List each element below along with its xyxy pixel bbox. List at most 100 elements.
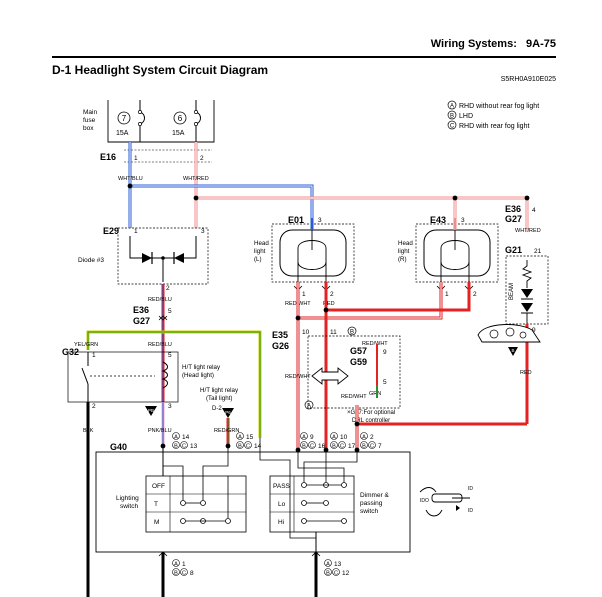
- connector-e43: E43: [430, 215, 446, 225]
- relay-contact-symbol: [81, 352, 155, 402]
- headlight-right-label-2: light: [398, 248, 410, 255]
- wire-red-wht-4: RED/WHT: [341, 394, 367, 400]
- svg-text:A: A: [362, 435, 366, 441]
- svg-text:C: C: [450, 124, 455, 130]
- svg-text:A: A: [174, 435, 178, 441]
- relay2-label-2: (Tail light): [206, 395, 232, 402]
- wire-yel-grn: YEL/GRN: [74, 342, 98, 348]
- pin-g21-21: 21: [534, 248, 542, 255]
- wire-red-grn: RED/GRN: [214, 428, 239, 434]
- svg-text:C: C: [340, 444, 344, 450]
- pin-g40-a2: 2: [370, 434, 374, 441]
- relay1-label-1: H/T light relay: [182, 364, 221, 371]
- page-title: D-1 Headlight System Circuit Diagram: [52, 63, 269, 77]
- svg-text:A: A: [332, 435, 336, 441]
- relay2-label-1: H/T light relay: [200, 387, 239, 394]
- pin-e29-2: 2: [166, 285, 170, 292]
- pin-g40-a14: 14: [182, 434, 190, 441]
- legend-b-text: LHD: [459, 113, 473, 120]
- fusebox-label-1: Main: [83, 109, 97, 116]
- wire-wht-blu: WHT/BLU: [118, 176, 143, 182]
- pin-bottom-bc8: 8: [190, 570, 194, 577]
- wire-grn: GRN: [369, 391, 381, 397]
- wire-red-blu-2: RED/BLU: [148, 342, 172, 348]
- lighting-switch-label-1: Lighting: [116, 495, 139, 502]
- tag-p6: P6: [225, 410, 231, 415]
- wire-red-wht-2: RED/WHT: [285, 374, 311, 380]
- beam-indicator-symbol: [521, 260, 533, 324]
- headlight-right-label-3: (R): [398, 256, 407, 263]
- tag-a: A: [307, 404, 311, 410]
- fusebox-label-3: box: [83, 125, 94, 132]
- drl-note-1: ×G57:For optional: [347, 410, 395, 416]
- svg-text:B: B: [174, 571, 178, 577]
- switch-pos-lo: Lo: [278, 501, 286, 508]
- connector-g21: G21: [505, 245, 522, 255]
- beam-label: BEAM: [509, 283, 515, 300]
- svg-text:A: A: [450, 104, 454, 110]
- svg-text:C: C: [246, 444, 250, 450]
- svg-text:C: C: [310, 444, 314, 450]
- svg-text:ID: ID: [468, 486, 473, 492]
- connector-g57: G57: [350, 346, 367, 356]
- pin-g40-bc16: 16: [318, 443, 326, 450]
- pin-g32-1: 1: [92, 352, 96, 359]
- svg-text:ID: ID: [468, 508, 473, 514]
- pin-g21-9: 9: [532, 327, 536, 334]
- combination-meter-icon: B: [477, 324, 541, 356]
- lighting-switch-label-2: switch: [120, 503, 138, 510]
- legend-a-text: RHD without rear fog light: [459, 103, 539, 110]
- pin-g32-3: 3: [168, 403, 172, 410]
- svg-text:B: B: [174, 444, 178, 450]
- page-header: Wiring Systems: 9A-75: [52, 36, 556, 58]
- pin-g57-5: 5: [383, 379, 387, 386]
- header-page-number: 9A-75: [526, 38, 556, 50]
- fuse-6-number: 6: [178, 114, 183, 123]
- headlight-left-label-3: (L): [254, 256, 262, 263]
- lighting-switch: Lighting switch OFF T M: [116, 446, 247, 533]
- svg-text:A: A: [326, 562, 330, 568]
- drl-note-2: DRL controller: [352, 418, 390, 424]
- pin-e43-1: 1: [445, 291, 449, 298]
- wire-red-2: RED: [520, 370, 532, 376]
- pin-g40-a15: 15: [246, 434, 254, 441]
- switch-pos-hi: Hi: [278, 519, 284, 526]
- pin-bottom-a1: 1: [182, 561, 186, 568]
- legend: A RHD without rear fog light B LHD C RHD…: [447, 100, 539, 130]
- svg-text:IDO: IDO: [420, 498, 429, 504]
- pin-g57-9: 9: [383, 349, 387, 356]
- svg-text:A: A: [238, 435, 242, 441]
- svg-text:C: C: [334, 571, 338, 577]
- switch-pos-m: M: [154, 519, 159, 526]
- relay1-label-2: (Head light): [182, 372, 214, 379]
- connector-e36-left: E36: [133, 305, 149, 315]
- wire-wht-red: WHT/RED: [183, 176, 209, 182]
- diode-symbol: [129, 236, 197, 282]
- fuse-6-amps: 15A: [172, 130, 185, 137]
- pin-g32-2: 2: [92, 403, 96, 410]
- connector-g26: G26: [272, 341, 289, 351]
- fusebox-label-2: fuse: [83, 117, 96, 124]
- diagram-code: S5RH0A910E025: [500, 76, 556, 83]
- tag-b: B: [511, 348, 514, 353]
- svg-text:B: B: [238, 444, 242, 450]
- pin-e29-1: 1: [134, 228, 138, 235]
- tag-pb: PB: [148, 408, 154, 413]
- headlight-right-label-1: Head: [398, 240, 413, 247]
- pin-g40-a9: 9: [310, 434, 314, 441]
- switch-pos-off: OFF: [152, 483, 165, 490]
- svg-text:B: B: [326, 571, 330, 577]
- pin-g40-bc14: 14: [254, 443, 262, 450]
- pin-e43-3: 3: [461, 217, 465, 224]
- svg-text:B: B: [302, 444, 306, 450]
- pin-e36-5: 5: [168, 308, 172, 315]
- pin-e16-1: 1: [134, 155, 138, 162]
- svg-text:B: B: [332, 444, 336, 450]
- svg-text:B: B: [450, 114, 454, 120]
- headlight-left-label-2: light: [254, 248, 266, 255]
- wire-red-1: RED: [323, 301, 335, 307]
- pin-e35-10: 10: [302, 329, 310, 336]
- dimmer-passing-switch: PASS Lo Hi: [259, 438, 358, 552]
- header-text: Wiring Systems: 9A-75: [431, 38, 556, 50]
- dimmer-label-2: passing: [360, 500, 383, 507]
